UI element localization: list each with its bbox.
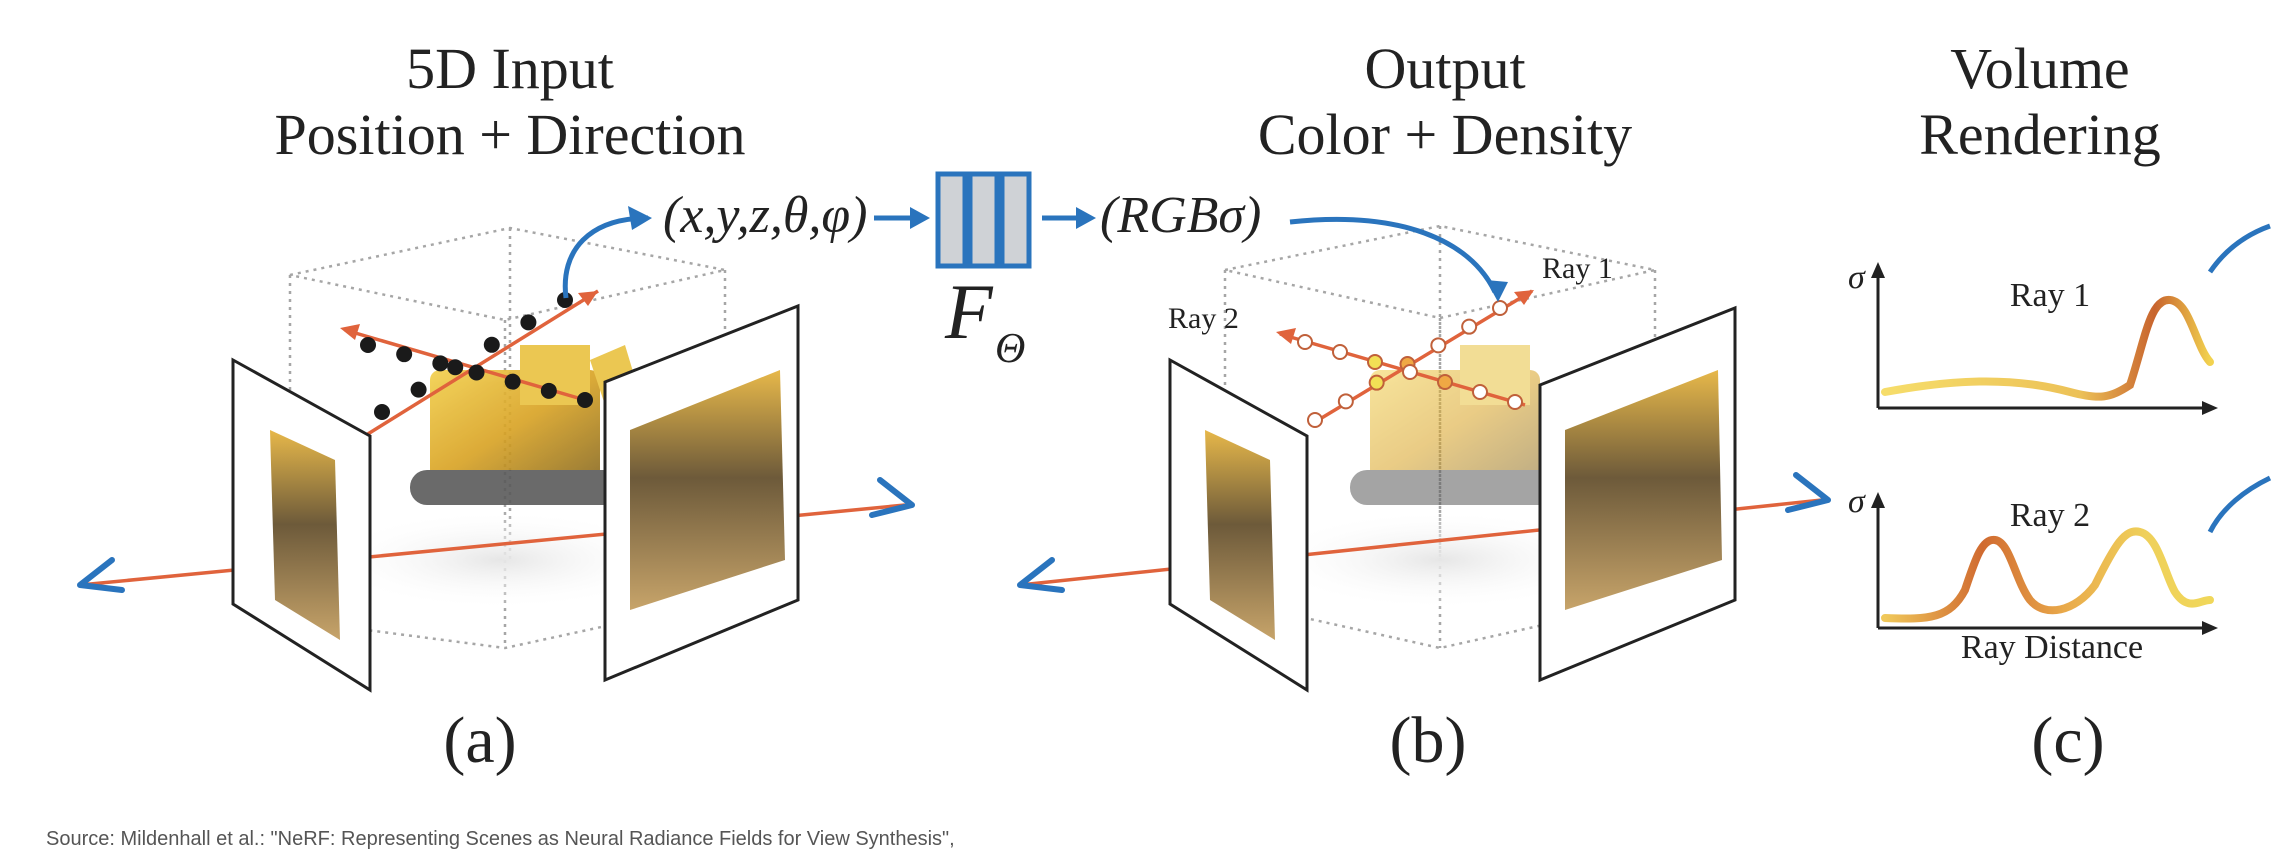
camera-b-right-icon (1785, 472, 1831, 513)
panel-a-title-line2: Position + Direction (275, 102, 746, 167)
blue-arc-top (2207, 223, 2271, 274)
ray-2-b-sample-point (1297, 334, 1313, 350)
output-curved-arrowhead (1486, 280, 1508, 302)
ray-1-sample-point (520, 314, 537, 331)
ray-2-b-sample-point (1367, 354, 1383, 370)
plot1-y-symbol: σ (1848, 259, 1866, 296)
ray-2-sample-point (432, 355, 449, 372)
ray-1-label: Ray 1 (1542, 252, 1613, 285)
function-subscript: Θ (995, 326, 1025, 372)
panel-a-label: (a) (443, 704, 516, 777)
output-curved-arrow (1289, 216, 1498, 294)
sample-points-a (360, 292, 593, 420)
ray-1-b-arrowhead (1514, 290, 1534, 305)
ray-2-sample-point (540, 382, 557, 399)
plot1-density-curve (1881, 296, 2214, 401)
input-curved-arrow (562, 215, 649, 299)
panel-a-scene (77, 206, 915, 693)
ray-2-b-sample-point (1402, 364, 1418, 380)
plot-ray-1: σ Ray 1 (1848, 259, 2218, 415)
plot2-y-symbol: σ (1848, 483, 1866, 520)
input-curved-arrowhead (628, 206, 652, 230)
object-shadow-b (1260, 510, 1620, 610)
ray-1-a-arrowhead (578, 291, 598, 306)
source-citation: Source: Mildenhall et al.: "NeRF: Repres… (46, 828, 955, 850)
ray-1-b-sample-point (1337, 393, 1354, 410)
ray-1-sample-point (557, 292, 573, 308)
plot2-title: Ray 2 (2010, 497, 2090, 534)
plot2-density-curve (1881, 527, 2214, 623)
ray-1-sample-point (447, 359, 464, 376)
panel-b-title-line1: Output (1364, 36, 1525, 101)
ray-2-sample-point (577, 392, 593, 408)
ray-1-b-sample-point (1307, 412, 1323, 428)
net-input-arrowhead (910, 207, 930, 229)
ray-2-b-sample-point (1507, 394, 1523, 410)
panel-b-title-line2: Color + Density (1258, 102, 1632, 167)
net-output-arrowhead (1076, 207, 1096, 229)
ray-2-sample-point (396, 346, 413, 363)
panel-b-label: (b) (1390, 704, 1467, 777)
plot1-title: Ray 1 (2010, 277, 2090, 314)
ray-2-a-arrowhead (340, 324, 360, 340)
panel-b-scene: Ray 1 Ray 2 (1017, 216, 1831, 693)
camera-a-left-icon (77, 557, 125, 593)
output-tuple-label: (RGBσ) (1100, 187, 1261, 244)
image-plane-a-right (603, 303, 800, 683)
ray-2-b-sample-point (1332, 344, 1348, 360)
plot2-x-arrowhead (2202, 621, 2218, 635)
ray-1-b-sample-point (1461, 318, 1478, 335)
image-plane-b-left (1168, 357, 1309, 693)
sample-points-b (1297, 300, 1523, 428)
plot2-y-arrowhead (1871, 492, 1885, 508)
ray-1-sample-point (483, 336, 500, 353)
ray-2-b-arrowhead (1276, 328, 1296, 344)
plot1-y-arrowhead (1871, 262, 1885, 278)
camera-a-right-icon (869, 477, 915, 518)
plot1-x-arrowhead (2202, 401, 2218, 415)
ray-1-b-sample-point (1368, 374, 1385, 391)
plot-ray-2: σ Ray 2 Ray Distance (1848, 483, 2218, 666)
ray-1-b-sample-point (1492, 300, 1508, 316)
network-block: (x,y,z,θ,φ) (RGBσ) F Θ (663, 171, 1261, 372)
plot2-x-label: Ray Distance (1961, 629, 2143, 666)
ray-2-sample-point (360, 337, 376, 353)
panel-c-title-line1: Volume (1950, 36, 2129, 101)
ray-2-label: Ray 2 (1168, 302, 1239, 335)
camera-b-left-icon (1017, 557, 1065, 593)
bulldozer-object-b (1350, 345, 1560, 505)
blue-arc-bottom (2207, 475, 2272, 534)
image-plane-a-left (231, 357, 372, 693)
panel-c-title-line2: Rendering (1919, 102, 2161, 167)
panel-a-title-line1: 5D Input (406, 36, 614, 101)
panel-c-plots: σ Ray 1 σ Ray 2 Ray Distance (1848, 223, 2272, 666)
function-symbol: F (944, 268, 994, 355)
ray-1-sample-point (374, 404, 390, 420)
ray-2-b-sample-point (1437, 374, 1453, 390)
input-tuple-label: (x,y,z,θ,φ) (663, 187, 867, 244)
panel-c-label: (c) (2031, 704, 2104, 777)
image-plane-b-right (1538, 305, 1737, 683)
ray-2-sample-point (504, 373, 521, 390)
ray-1-b-sample-point (1430, 337, 1447, 354)
ray-1-sample-point (410, 381, 427, 398)
network-layers-icon (935, 171, 1032, 269)
ray-2-sample-point (468, 364, 485, 381)
ray-2-b-sample-point (1472, 384, 1488, 400)
